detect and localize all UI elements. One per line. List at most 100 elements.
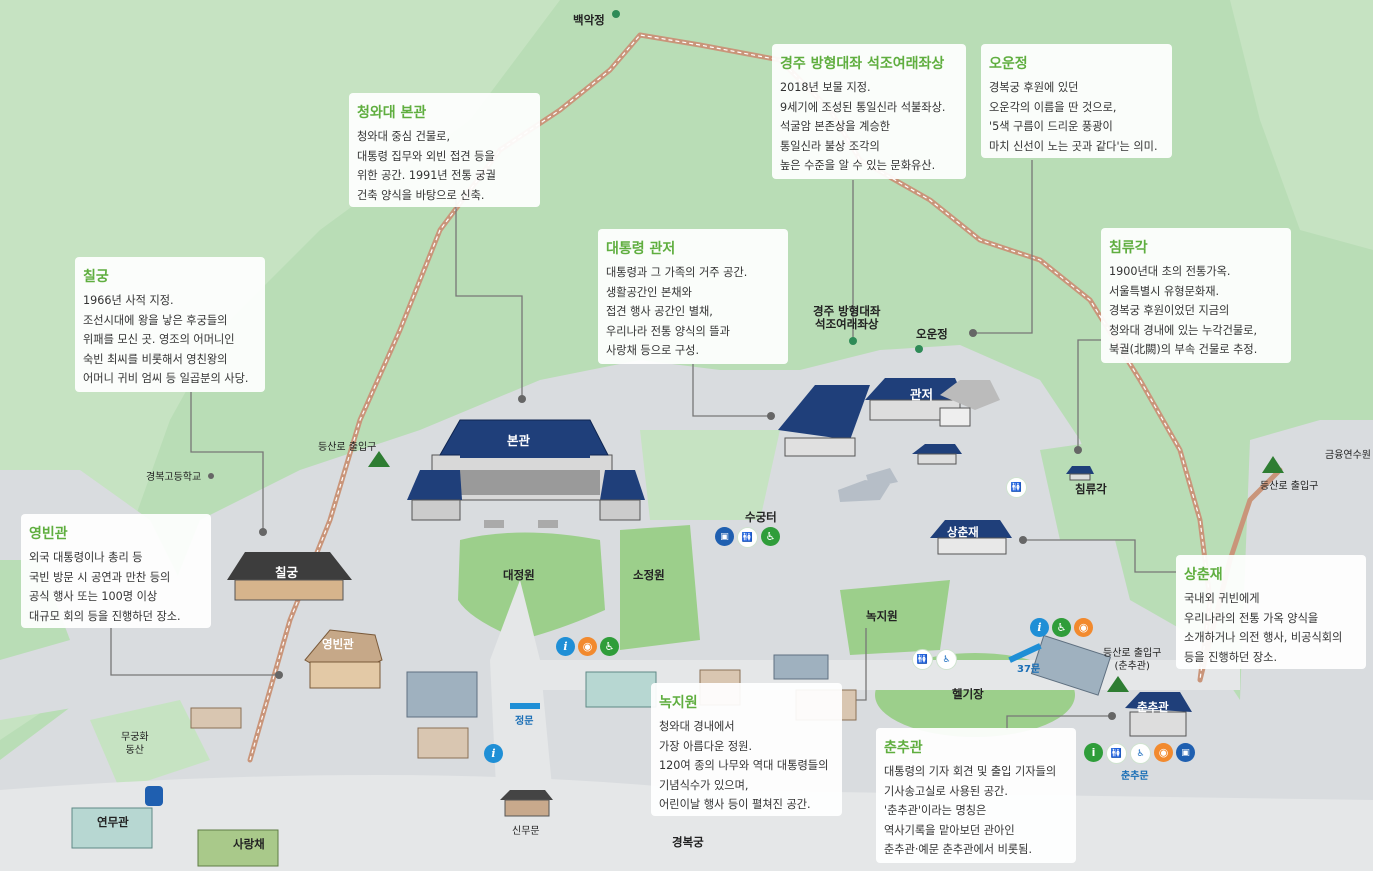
callout-line: 국내외 귀빈에게: [1184, 592, 1260, 605]
callout-line: 어머니 귀비 엄씨 등 일곱분의 사당.: [83, 372, 249, 385]
callout-title: 대통령 관저: [606, 241, 676, 257]
callout-line: 접견 행사 공간인 별채,: [606, 305, 713, 318]
info-icon: i: [1030, 618, 1049, 637]
accessible-icon: ♿: [761, 527, 780, 546]
callout-line: 생활공간인 본채와: [606, 285, 692, 299]
label-sugungteo: 수궁터: [745, 510, 777, 524]
label-ounjeong: 오운정: [916, 327, 948, 341]
callout-title: 침류각: [1109, 240, 1148, 256]
callout-buddha: 경주 방형대좌 석조여래좌상 2018년 보물 지정. 9세기에 조성된 통일신…: [772, 44, 966, 179]
facility-icons-gwanjeo: 🚻: [1006, 477, 1027, 498]
callout-line: 통일신라 불상 조각의: [780, 139, 880, 153]
bongwan-building: [407, 419, 645, 528]
restroom-icon: 🚻: [1106, 743, 1127, 764]
callout-yeongbingwan: 영빈관 외국 대통령이나 총리 등 국빈 방문 시 공연과 만찬 등의 공식 행…: [21, 514, 211, 628]
label-trail-entrance-left: 등산로 출입구: [318, 442, 377, 453]
restroom-icon: 🚻: [1006, 477, 1027, 498]
callout-line: 경복궁 후원에 있던: [989, 81, 1079, 94]
shop-icon: ▣: [1176, 743, 1195, 762]
callout-line: 역사기록을 맡아보던 관아인: [884, 823, 1015, 837]
facility-icons-gate37: i ♿ ◉: [1030, 618, 1093, 637]
info-icon: i: [484, 744, 503, 763]
callout-line: 우리나라의 전통 가옥 양식을: [1184, 611, 1319, 625]
callout-title: 청와대 본관: [357, 105, 427, 121]
callout-chimnyugak: 침류각 1900년대 초의 전통가옥. 서울특별시 유형문화재. 경복궁 후원이…: [1101, 228, 1291, 363]
shop-icon: ▣: [715, 527, 734, 546]
label-daejeongwon: 대정원: [503, 568, 535, 582]
label-trail-chunchu-line1: 등산로 출입구: [1103, 648, 1162, 659]
label-gate37: 37문: [1017, 664, 1041, 675]
yeongbingwan-label: 영빈관: [322, 637, 354, 651]
sojeongwon-lawn: [620, 525, 700, 650]
callout-line: 마치 신선이 노는 곳과 같다'는 의미.: [989, 139, 1158, 153]
baby-icon: ◉: [1154, 743, 1173, 762]
callout-line: 대통령 집무와 외빈 접견 등을: [357, 149, 495, 163]
callout-line: 어린이날 행사 등이 펼쳐진 공간.: [659, 798, 811, 811]
info-icon: i: [556, 637, 575, 656]
callout-line: 청와대 경내에 있는 누각건물로,: [1109, 323, 1258, 337]
label-chunchumun: 춘추문: [1121, 771, 1149, 782]
chilgung-label: 칠궁: [275, 565, 299, 580]
callout-line: 기념식수가 있으며,: [659, 778, 749, 792]
facility-icons-sojeongwon: i ◉ ♿: [556, 637, 619, 656]
label-jeongmun: 정문: [515, 716, 534, 727]
callout-line: 소개하거나 의전 행사, 비공식회의: [1184, 631, 1343, 644]
label-heliport: 헬기장: [952, 687, 984, 701]
callout-title: 춘추관: [884, 740, 923, 756]
callout-line: '춘추관'이라는 명칭은: [884, 804, 987, 817]
callout-line: 춘추관·예문 춘추관에서 비롯됨.: [884, 843, 1033, 856]
callout-line: 가장 아름다운 정원.: [659, 739, 753, 753]
callout-line: 국빈 방문 시 공연과 만찬 등의: [29, 570, 171, 584]
label-mugunghwa-line1: 무궁화: [121, 732, 149, 743]
label-gyeongbokgung: 경복궁: [672, 835, 704, 849]
callout-gwanjeo: 대통령 관저 대통령과 그 가족의 거주 공간. 생활공간인 본채와 접견 행사…: [598, 229, 788, 364]
callout-line: 우리나라 전통 양식의 뜰과: [606, 324, 730, 338]
callout-line: 대통령과 그 가족의 거주 공간.: [606, 266, 748, 279]
callout-title: 상춘재: [1184, 567, 1223, 583]
callout-line: 9세기에 조성된 통일신라 석불좌상.: [780, 100, 946, 114]
label-buddha-line2: 석조여래좌상: [815, 317, 879, 331]
accessible-icon: ♿: [600, 637, 619, 656]
label-trail-chunchu: 등산로 출입구 (춘추관): [1103, 647, 1161, 673]
callout-ounjeong: 오운정 경복궁 후원에 있던 오운각의 이름을 딴 것으로, '5색 구름이 드…: [981, 44, 1172, 158]
callout-line: 북궐(北闕)의 부속 건물로 추정.: [1109, 343, 1258, 356]
callout-line: 건축 양식을 바탕으로 신축.: [357, 188, 485, 202]
callout-line: 1966년 사적 지정.: [83, 294, 174, 307]
callout-chilgung: 칠궁 1966년 사적 지정. 조선시대에 왕을 낳은 후궁들의 위패를 모신 …: [75, 257, 265, 392]
label-mugunghwa: 무궁화 동산: [121, 731, 149, 757]
callout-line: 대통령의 기자 회견 및 출입 기자들의: [884, 765, 1057, 778]
label-buddha: 경주 방형대좌 석조여래좌상: [813, 305, 880, 331]
label-geumyungyeonsuwon: 금융연수원: [1325, 450, 1371, 461]
callout-line: '5색 구름이 드리운 풍광이: [989, 120, 1113, 133]
bongwan-label: 본관: [507, 433, 531, 448]
callout-line: 위한 공간. 1991년 전통 궁궐: [357, 169, 496, 182]
callout-line: 조선시대에 왕을 낳은 후궁들의: [83, 313, 228, 327]
callout-title: 오운정: [989, 56, 1028, 72]
gwanjeo-label: 관저: [910, 387, 934, 402]
info-icon: i: [1084, 743, 1103, 762]
callout-title: 녹지원: [659, 695, 698, 711]
label-sojeongwon: 소정원: [633, 568, 665, 582]
callout-sangchunjae: 상춘재 국내외 귀빈에게 우리나라의 전통 가옥 양식을 소개하거나 의전 행사…: [1176, 555, 1366, 669]
baby-icon: ◉: [1074, 618, 1093, 637]
callout-line: 청와대 경내에서: [659, 720, 735, 733]
chilgung-building: [227, 552, 352, 601]
callout-line: 오운각의 이름을 딴 것으로,: [989, 100, 1117, 114]
callout-line: 2018년 보물 지정.: [780, 81, 871, 94]
label-sinmumun: 신무문: [512, 826, 540, 837]
label-sarangchae: 사랑채: [233, 837, 265, 851]
label-mugunghwa-line2: 동산: [125, 745, 144, 756]
callout-title: 영빈관: [29, 526, 68, 542]
label-trail-entrance-right: 등산로 출입구: [1260, 481, 1319, 492]
callout-line: 청와대 중심 건물로,: [357, 130, 451, 143]
accessible-icon: ♿: [1130, 743, 1151, 764]
label-yeonmugwan: 연무관: [97, 815, 129, 829]
label-baegakjeong: 백악정: [573, 13, 605, 27]
gwanjeo-building: [778, 378, 1000, 502]
callout-line: 기사송고실로 사용된 공간.: [884, 784, 1008, 798]
restroom-icon: 🚻: [737, 527, 758, 548]
yeongbingwan-building: [304, 629, 383, 689]
label-nokjiwon: 녹지원: [866, 609, 898, 623]
baby-icon: ◉: [578, 637, 597, 656]
sangchunjae-building: [930, 520, 1012, 555]
